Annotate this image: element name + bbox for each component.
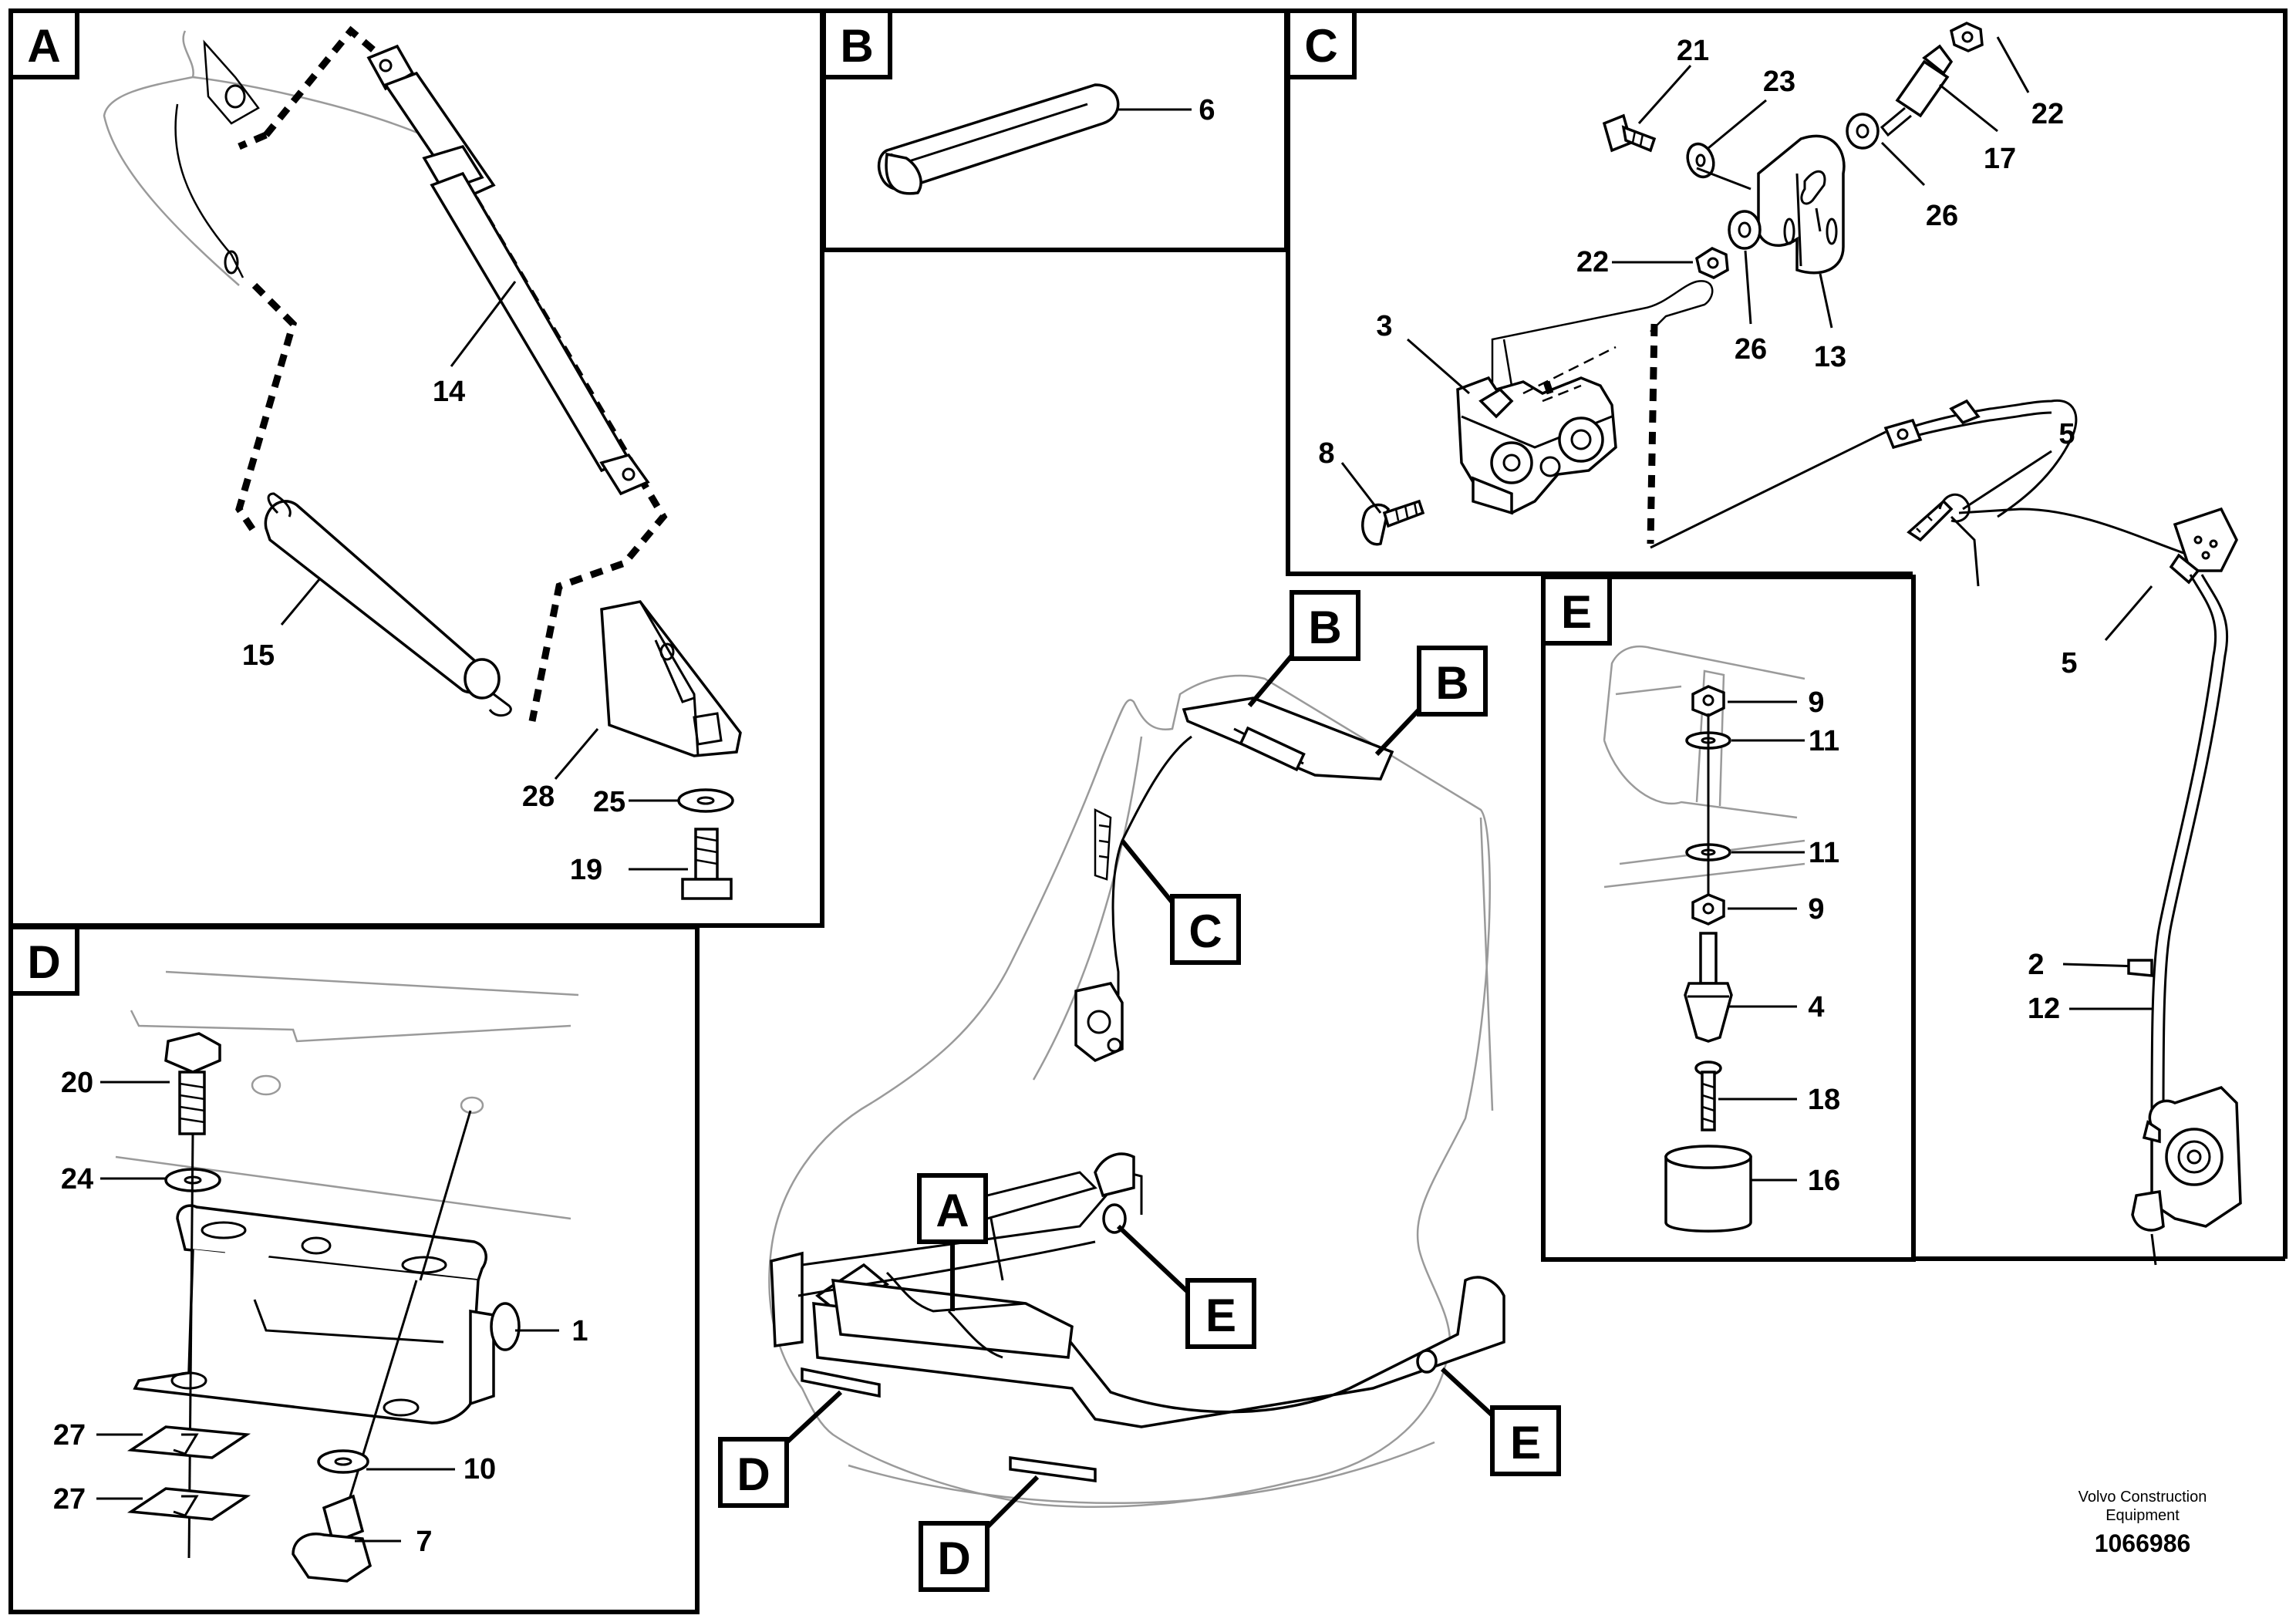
callout-28: 28 [522, 781, 555, 813]
tag-e-2: E [1510, 1417, 1541, 1469]
hinge-1 [133, 1204, 521, 1425]
callout-26a: 26 [1926, 200, 1958, 232]
panel-d: D [8, 925, 700, 1614]
callout-19: 19 [570, 854, 602, 886]
latch-3 [1456, 376, 1617, 515]
callout-22a: 22 [2031, 98, 2064, 130]
callout-9b: 9 [1808, 893, 1824, 926]
gas-strut-14 [366, 44, 650, 496]
nut-22-lower [1695, 247, 1729, 279]
tag-b-1: B [1308, 602, 1341, 653]
callout-27b: 27 [53, 1483, 86, 1516]
washer-26-lower [1728, 210, 1762, 250]
callout-14: 14 [433, 376, 465, 408]
main-seat-view [768, 674, 1505, 1508]
callout-24: 24 [61, 1163, 93, 1195]
cable-assembly [1883, 399, 2238, 1127]
callout-1: 1 [571, 1315, 588, 1347]
callout-27a: 27 [53, 1419, 86, 1452]
bolt-7 [292, 1494, 373, 1583]
shim-27-lower [126, 1487, 251, 1521]
callout-16: 16 [1808, 1165, 1840, 1197]
callout-4: 4 [1808, 991, 1824, 1023]
nut-9-lower [1691, 893, 1725, 926]
panel-c-label: C [1304, 20, 1337, 72]
tag-d-1: D [737, 1448, 770, 1500]
callout-13: 13 [1814, 341, 1846, 373]
bolt-20 [164, 1032, 221, 1135]
nut-9-upper [1691, 685, 1725, 717]
drawing-number: 1066986 [2095, 1529, 2191, 1557]
washer-26-upper [1846, 113, 1880, 150]
tag-a: A [936, 1185, 969, 1236]
cone-stud-4 [1684, 932, 1733, 1043]
callout-25: 25 [593, 786, 625, 818]
panel-b: B 6 [821, 8, 1289, 252]
callout-10: 10 [464, 1453, 496, 1485]
panel-d-label: D [27, 936, 60, 988]
footer: Volvo Construction Equipment 1066986 [2079, 1489, 2207, 1557]
panel-e: E [1541, 575, 2285, 1262]
callout-15: 15 [242, 639, 275, 672]
bracket-28 [600, 600, 742, 757]
company-name-line2: Equipment [2106, 1507, 2180, 1524]
washer-10 [317, 1449, 369, 1474]
callout-22b: 22 [1576, 246, 1609, 278]
tag-b-2: B [1435, 657, 1468, 709]
callout-5a: 5 [2058, 418, 2075, 450]
panel-c: C [1286, 8, 2288, 1259]
callout-5b: 5 [2061, 647, 2077, 679]
tag-c: C [1188, 905, 1222, 957]
nut-22-upper [1949, 22, 1984, 52]
callout-2: 2 [2028, 949, 2044, 981]
callout-23: 23 [1763, 66, 1795, 98]
main-view-tags: B B C A E E D D [718, 590, 1561, 1592]
panel-b-label: B [840, 20, 873, 72]
washer-23 [1686, 142, 1715, 179]
stud-17 [1880, 44, 1954, 137]
plate-13 [1756, 134, 1846, 275]
callout-12: 12 [2028, 993, 2060, 1025]
screw-8 [1361, 499, 1425, 546]
callout-20: 20 [61, 1067, 93, 1099]
callout-17: 17 [1984, 143, 2016, 175]
callout-6: 6 [1199, 94, 1215, 126]
tag-d-2: D [937, 1533, 970, 1584]
callout-21: 21 [1677, 35, 1709, 67]
callout-3: 3 [1376, 310, 1392, 342]
company-name-line1: Volvo Construction [2079, 1489, 2207, 1506]
washer-25 [677, 788, 734, 813]
callout-8: 8 [1318, 437, 1334, 470]
panel-e-label: E [1561, 586, 1592, 638]
bumper-16 [1664, 1145, 1752, 1233]
right-cable-latch: 5 2 12 [2028, 585, 2242, 1266]
screw-18 [1694, 1061, 1722, 1131]
callout-26b: 26 [1735, 333, 1767, 366]
edge-trim-6 [878, 83, 1120, 195]
callout-11b: 11 [1809, 837, 1839, 869]
bolt-19 [681, 828, 733, 900]
callout-7: 7 [416, 1526, 432, 1558]
gas-strut-15 [264, 492, 512, 717]
bolt-21 [1602, 113, 1657, 153]
panel-a: A [8, 8, 824, 928]
callout-9a: 9 [1808, 686, 1824, 719]
tag-e-1: E [1205, 1290, 1236, 1341]
callout-18: 18 [1808, 1084, 1840, 1116]
panel-a-label: A [27, 20, 60, 72]
callout-11a: 11 [1809, 725, 1839, 757]
shim-27-upper [126, 1425, 251, 1459]
